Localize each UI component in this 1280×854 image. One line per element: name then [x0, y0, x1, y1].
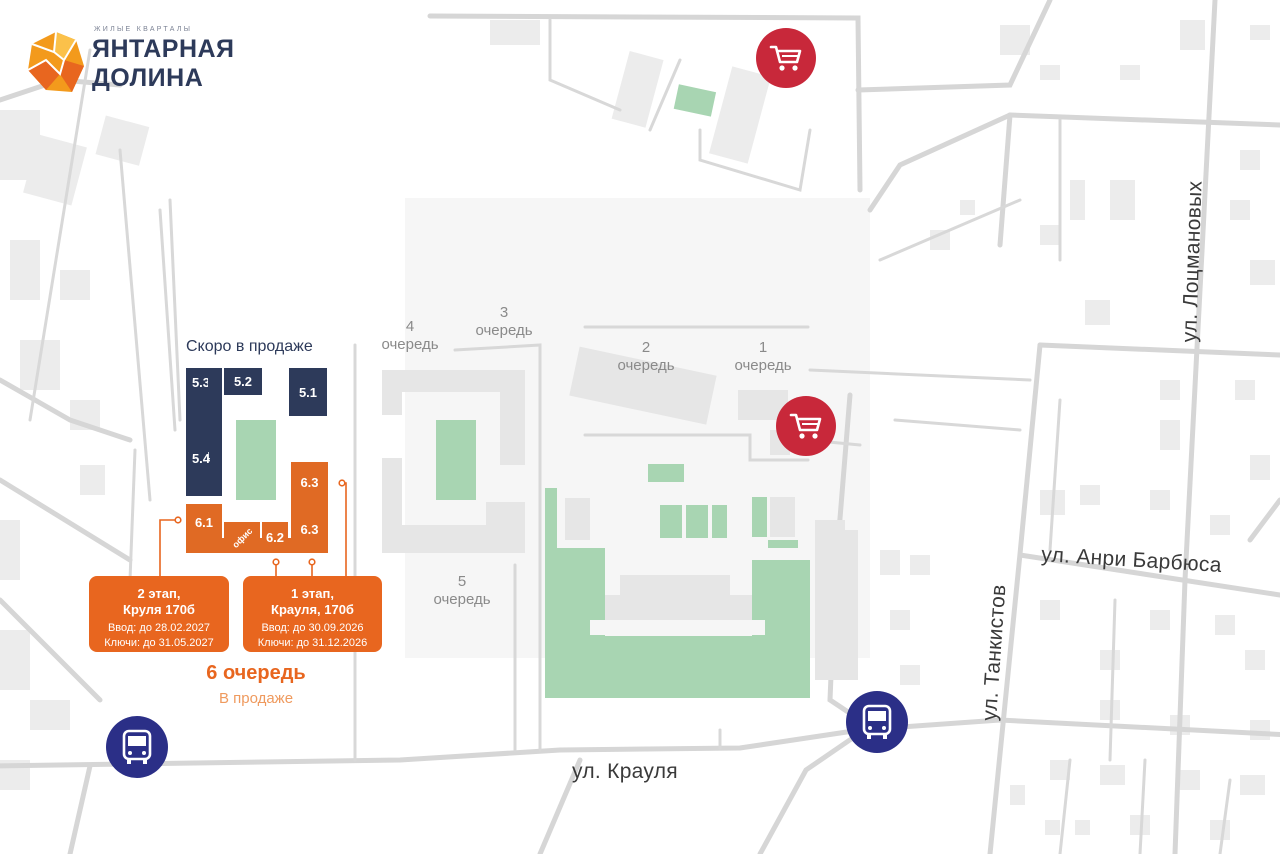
stage-1-entry: Ввод: до 30.09.2026	[261, 622, 364, 634]
current-queue-title: 6 очередь	[206, 662, 306, 684]
building-5-4-text: 5.4	[191, 450, 211, 466]
street-kraulya: ул. Крауля	[572, 760, 678, 783]
building-5-3-label: 5.3	[191, 374, 211, 390]
bus-icon	[122, 729, 152, 764]
logo-name-line1: ЯНТАРНАЯ	[92, 35, 235, 63]
stage-2-entry: Ввод: до 28.02.2027	[107, 622, 211, 634]
shop-marker-mid[interactable]	[776, 396, 836, 456]
office-block[interactable]: офис	[224, 522, 260, 553]
shopping-cart-icon	[789, 413, 822, 439]
building-5-1[interactable]: 5.1	[289, 368, 327, 416]
building-5-2[interactable]: 5.2	[224, 368, 262, 395]
stage-1-card[interactable]: 1 этап, Крауля, 170б Ввод: до 30.09.2026…	[243, 576, 382, 652]
logo-name-line2: ДОЛИНА	[92, 64, 204, 92]
stage-2-address: Круля 170б	[123, 602, 195, 617]
stage-1-address: Крауля, 170б	[271, 602, 354, 617]
stage-1-title: 1 этап,	[291, 586, 334, 601]
building-5-4-shape	[186, 396, 222, 496]
stage-2-card[interactable]: 2 этап, Круля 170б Ввод: до 28.02.2027 К…	[89, 576, 229, 652]
bus-icon	[862, 704, 892, 739]
soon-title: Скоро в продаже	[186, 338, 313, 355]
current-queue-subtitle: В продаже	[218, 690, 294, 707]
stage-2-keys: Ключи: до 31.05.2027	[104, 637, 214, 649]
building-6-2[interactable]: 6.2	[262, 522, 288, 553]
building-6-3-lower[interactable]: 6.3	[291, 505, 328, 553]
stage-2-title: 2 этап,	[137, 586, 181, 601]
stage-1-keys: Ключи: до 31.12.2026	[257, 637, 368, 649]
shopping-cart-icon	[769, 45, 802, 71]
building-6-3-connector	[291, 502, 328, 505]
shop-marker-top[interactable]	[756, 28, 816, 88]
bus-stop-left[interactable]	[106, 716, 168, 778]
building-6-3-upper[interactable]: 6.3	[291, 462, 328, 502]
logo-mark-icon	[27, 31, 84, 92]
logo: ЖИЛЫЕ КВАРТАЛЫ ЯНТАРНАЯ ДОЛИНА	[24, 24, 254, 96]
logo-tagline: ЖИЛЫЕ КВАРТАЛЫ	[94, 26, 193, 33]
bus-stop-right[interactable]	[846, 691, 908, 753]
